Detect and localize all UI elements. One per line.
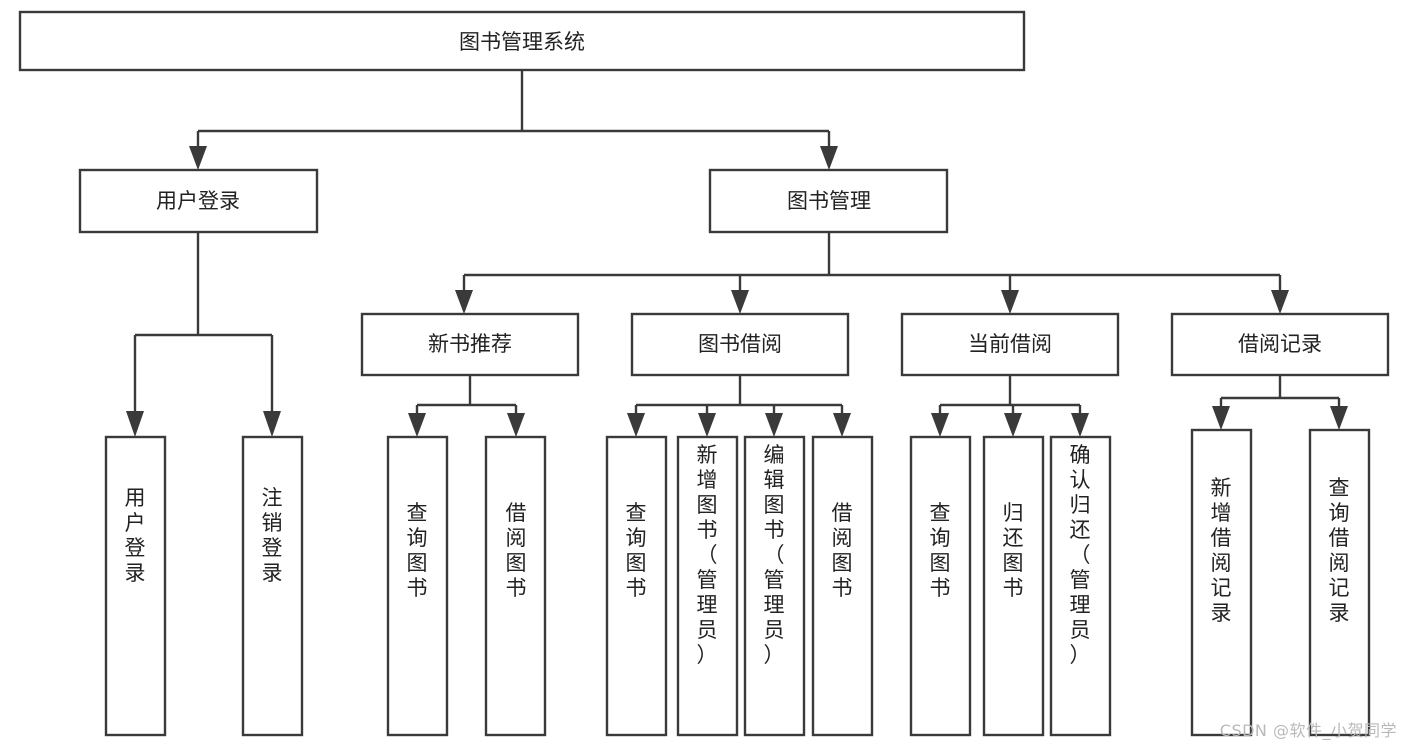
node-book-management[interactable]: 图书管理 — [708, 168, 949, 234]
leaf-current-return-box[interactable] — [982, 435, 1045, 737]
leaf-current-confirm-label: 确认归还（管理员） — [1070, 443, 1091, 667]
leaf-newbooks-query-box[interactable] — [386, 435, 449, 737]
connector-group-bookmgmt — [455, 232, 1289, 314]
leaf-borrow-lend[interactable]: 借阅图书 — [811, 435, 874, 737]
connector-group-current — [931, 375, 1089, 437]
leaf-current-confirm-box[interactable] — [1049, 435, 1112, 737]
node-current-borrow-box[interactable] — [900, 312, 1120, 377]
arrow-login-to-logout — [263, 411, 281, 437]
arrow-login-to-userlogin — [126, 411, 144, 437]
connector-group-login — [126, 232, 281, 437]
leaf-borrow-edit-label: 编辑图书（管理员） — [764, 443, 785, 667]
leaf-borrow-lend-box[interactable] — [811, 435, 874, 737]
leaf-borrow-add-box[interactable] — [676, 435, 739, 737]
leaf-current-return-label: 归还图书 — [1003, 501, 1024, 600]
csdn-watermark: CSDN @软件_小贺同学 — [1219, 721, 1397, 740]
leaf-records-add-label: 新增借阅记录 — [1211, 476, 1232, 625]
leaf-borrow-query[interactable]: 查询图书 — [605, 435, 668, 737]
node-root-label: 图书管理系统 — [459, 30, 585, 54]
node-user-login[interactable]: 用户登录 — [78, 168, 319, 234]
node-borrow-records[interactable]: 借阅记录 — [1170, 312, 1390, 377]
arrow-newbooks-to-borrow — [507, 413, 525, 437]
leaf-newbooks-borrow-box[interactable] — [484, 435, 547, 737]
leaf-user-login[interactable]: 用户登录 — [104, 435, 167, 737]
leaf-borrow-query-label: 查询图书 — [626, 501, 647, 600]
node-book-management-label: 图书管理 — [787, 189, 871, 213]
arrow-root-to-bookmgmt — [820, 146, 838, 170]
arrow-current-to-return — [1004, 413, 1022, 437]
leaf-newbooks-query[interactable]: 查询图书 — [386, 435, 449, 737]
arrow-bookmgmt-to-borrow — [731, 290, 749, 314]
leaf-current-query-box[interactable] — [909, 435, 972, 737]
leaf-newbooks-borrow-label: 借阅图书 — [506, 501, 527, 600]
leaf-newbooks-borrow[interactable]: 借阅图书 — [484, 435, 547, 737]
arrow-records-to-add — [1212, 406, 1230, 430]
node-new-book-recommend[interactable]: 新书推荐 — [360, 312, 580, 377]
node-root-system[interactable]: 图书管理系统 — [18, 10, 1026, 72]
node-new-book-recommend-label: 新书推荐 — [428, 332, 512, 356]
leaf-records-query-box[interactable] — [1308, 428, 1371, 737]
leaf-borrow-edit[interactable]: 编辑图书（管理员） — [743, 435, 806, 737]
leaf-user-login-label: 用户登录 — [125, 486, 146, 585]
node-user-login-box[interactable] — [78, 168, 319, 234]
arrow-borrow-to-lend — [833, 413, 851, 437]
connector-group-records — [1212, 375, 1348, 430]
node-current-borrow-label: 当前借阅 — [968, 332, 1052, 356]
connector-group-newbooks — [408, 375, 525, 437]
leaf-records-add[interactable]: 新增借阅记录 — [1190, 428, 1253, 737]
node-current-borrow[interactable]: 当前借阅 — [900, 312, 1120, 377]
node-new-book-recommend-box[interactable] — [360, 312, 580, 377]
leaf-current-confirm[interactable]: 确认归还（管理员） — [1049, 435, 1112, 737]
leaf-records-add-box[interactable] — [1190, 428, 1253, 737]
leaf-borrow-lend-label: 借阅图书 — [832, 501, 853, 600]
leaf-records-query[interactable]: 查询借阅记录 — [1308, 428, 1371, 737]
arrow-borrow-to-add — [698, 413, 716, 437]
leaf-current-query[interactable]: 查询图书 — [909, 435, 972, 737]
leaf-current-query-label: 查询图书 — [930, 501, 951, 600]
arrow-bookmgmt-to-current — [1001, 290, 1019, 314]
connector-group-root — [189, 70, 838, 170]
leaf-borrow-query-box[interactable] — [605, 435, 668, 737]
arrow-root-to-login — [189, 146, 207, 170]
node-book-borrow[interactable]: 图书借阅 — [630, 312, 850, 377]
arrow-borrow-to-edit — [765, 413, 783, 437]
node-root-box[interactable] — [18, 10, 1026, 72]
leaf-newbooks-query-label: 查询图书 — [407, 501, 428, 600]
node-borrow-records-label: 借阅记录 — [1238, 332, 1322, 356]
leaf-borrow-edit-box[interactable] — [743, 435, 806, 737]
node-borrow-records-box[interactable] — [1170, 312, 1390, 377]
node-user-login-label: 用户登录 — [156, 189, 240, 213]
leaf-records-query-label: 查询借阅记录 — [1329, 476, 1350, 625]
arrow-current-to-confirm — [1071, 413, 1089, 437]
arrow-records-to-query — [1330, 406, 1348, 430]
arrow-bookmgmt-to-newbooks — [455, 290, 473, 314]
leaf-logout-label: 注销登录 — [262, 486, 283, 585]
leaf-logout-box[interactable] — [241, 435, 304, 737]
leaf-borrow-add[interactable]: 新增图书（管理员） — [676, 435, 739, 737]
leaf-current-return[interactable]: 归还图书 — [982, 435, 1045, 737]
node-book-borrow-label: 图书借阅 — [698, 332, 782, 356]
arrow-bookmgmt-to-records — [1271, 290, 1289, 314]
arrow-borrow-to-query — [627, 413, 645, 437]
leaf-user-login-box[interactable] — [104, 435, 167, 737]
node-book-management-box[interactable] — [708, 168, 949, 234]
leaf-logout[interactable]: 注销登录 — [241, 435, 304, 737]
arrow-newbooks-to-query — [408, 413, 426, 437]
arrow-current-to-query — [931, 413, 949, 437]
connector-group-borrow — [627, 375, 851, 437]
node-book-borrow-box[interactable] — [630, 312, 850, 377]
leaf-borrow-add-label: 新增图书（管理员） — [697, 443, 718, 667]
